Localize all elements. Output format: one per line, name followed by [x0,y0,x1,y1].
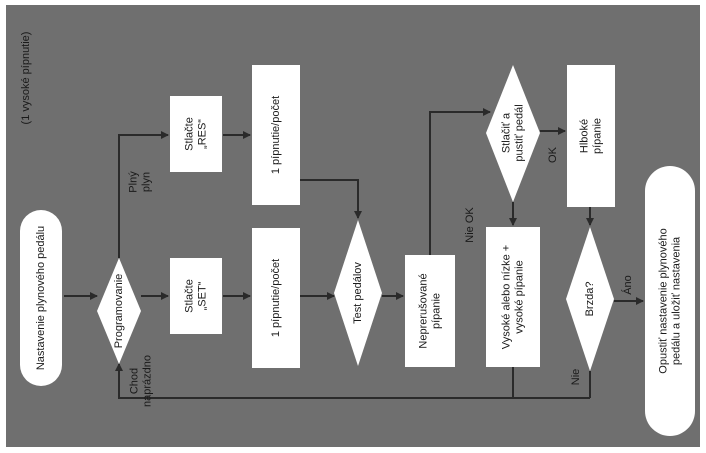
exit-node [645,166,695,436]
line-continuous-to-press [429,108,491,255]
label-line: Nie [570,369,582,386]
label-line: 1 pípnutie/počet [270,259,282,337]
label-line: 1 pípnutie/počet [270,96,282,174]
connectors [64,108,644,399]
label-line: Nie OK [464,207,476,243]
press-release-label: Stlačiť apustiť pedál [501,104,526,161]
label-line: naprázdno [142,355,154,407]
label-line: Test pedálov [352,262,364,324]
programming-decision [97,258,141,364]
line-programming-up [118,131,169,258]
press-set-label: Stlačte„SET“ [184,279,209,313]
high-low-beep-box [486,227,540,367]
beep-count-top-box [252,65,300,205]
label-line: (1 vysoké pípnutie) [20,32,32,125]
line-beep-top-to-test [300,179,362,219]
continuous-beep-box [405,255,455,367]
exit-label: Opustiť nastavenie plynovéhopedálu a ulo… [658,228,683,373]
label-line: Vysoké alebo nízke + [501,245,513,349]
flowchart-labels: (1 vysoké pípnutie) Nastavenie plynového… [20,32,683,407]
idle-label: Chodnaprázdno [129,355,154,407]
label-line: Stlačte [184,117,196,151]
not-ok-label: Nie OK [464,207,476,243]
label-line: pustiť pedál [514,104,526,161]
label-line: Programovanie [113,274,125,349]
brake-label: Brzda? [584,282,596,317]
programming-label: Programovanie [113,274,125,349]
deep-beep-box [567,65,615,207]
pedal-test-label: Test pedálov [352,262,364,324]
label-line: Opustiť nastavenie plynového [658,228,670,373]
label-line: plyn [141,172,153,192]
label-line: „RES“ [197,119,209,149]
press-release-decision [486,65,540,202]
label-line: Brzda? [584,282,596,317]
flowchart-nodes [20,65,695,436]
label-line: Stlačiť a [501,112,513,153]
continuous-beep-label: Neprerušovanépípanie [418,273,443,348]
no-label: Nie [570,369,582,386]
label-line: pedálu a uložiť nastavenia [671,236,683,365]
full-throttle-label: Plnýplyn [128,171,153,193]
note-label: (1 vysoké pípnutie) [20,32,32,125]
start-label: Nastavenie plynového pedálu [35,226,47,370]
label-line: Chod [129,368,141,394]
beep-count-bottom-label: 1 pípnutie/počet [270,259,282,337]
label-line: pípanie [592,118,604,154]
press-res-box [170,96,222,172]
label-line: Stlačte [184,279,196,313]
label-line: Neprerušované [418,273,430,348]
pedal-test-decision [334,220,382,366]
beep-count-top-label: 1 pípnutie/počet [270,96,282,174]
label-line: pípanie [431,293,443,329]
label-line: Hlboké [579,119,591,153]
beep-count-bottom-box [252,228,300,368]
brake-decision [566,227,614,371]
ok-label: OK [547,146,559,163]
label-line: Nastavenie plynového pedálu [35,226,47,370]
start-node [20,210,62,386]
label-line: „SET“ [197,281,209,310]
label-line: Áno [621,275,634,295]
line-return-to-programming [115,363,590,399]
yes-label: Áno [621,275,634,295]
press-res-label: Stlačte„RES“ [184,117,209,151]
high-low-beep-label: Vysoké alebo nízke +vysoké pípanie [501,245,526,349]
label-line: OK [547,146,559,163]
press-set-box [170,258,222,334]
label-line: vysoké pípanie [514,260,526,333]
label-line: Plný [128,171,140,193]
deep-beep-label: Hlboképípanie [579,118,604,154]
